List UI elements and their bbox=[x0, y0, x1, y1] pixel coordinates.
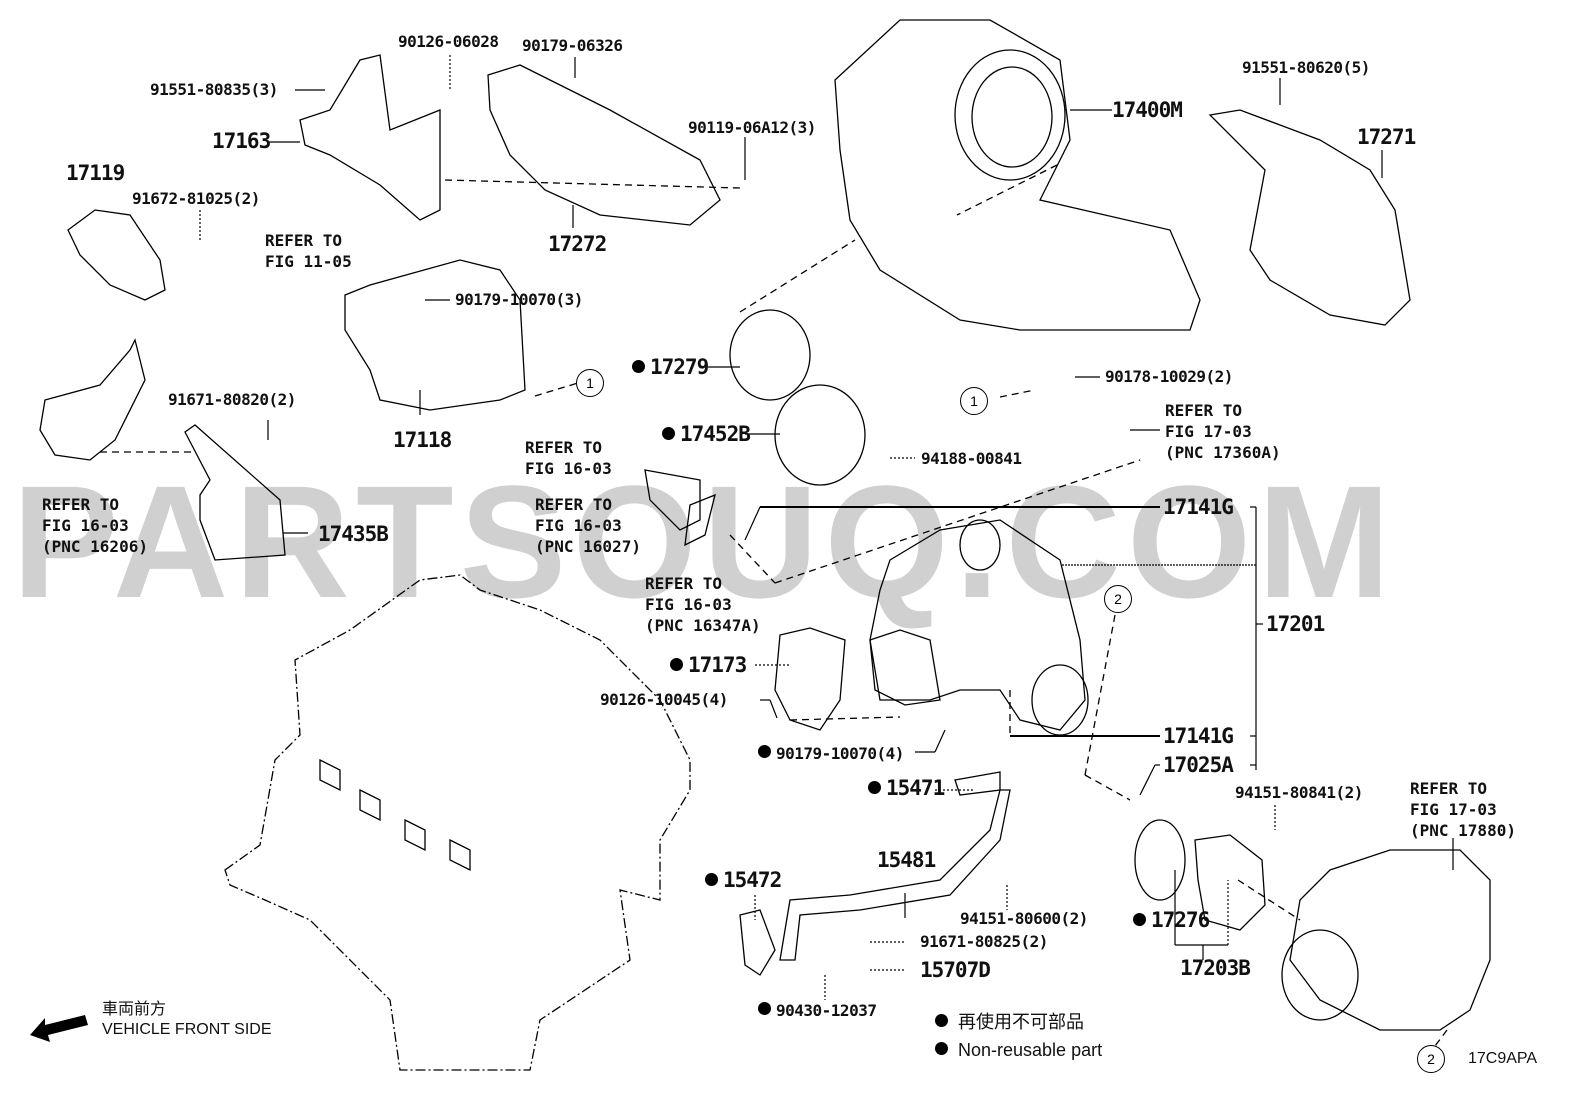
non-reusable-dot-icon bbox=[758, 1002, 771, 1015]
non-reusable-dot-icon bbox=[632, 360, 645, 373]
part-label[interactable]: 91671-80825(2) bbox=[920, 932, 1048, 951]
figure-code: 17C9APA bbox=[1468, 1050, 1538, 1067]
part-label[interactable]: 17272 bbox=[548, 232, 607, 256]
reference-note[interactable]: REFER TO FIG 17-03 (PNC 17360A) bbox=[1165, 401, 1281, 462]
non-reusable-dot-icon bbox=[935, 1042, 948, 1055]
part-label[interactable]: 90126-06028 bbox=[398, 32, 499, 51]
vehicle-front-arrow bbox=[30, 1015, 88, 1042]
non-reusable-dot-icon bbox=[935, 1014, 948, 1027]
connector-marker-2: 2 bbox=[1417, 1045, 1445, 1073]
vehicle-front-note: 車両前方 VEHICLE FRONT SIDE bbox=[102, 1000, 272, 1040]
part-label[interactable]: 15707D bbox=[920, 958, 991, 982]
part-label[interactable]: 94151-80841(2) bbox=[1235, 783, 1363, 802]
legend-item-jp: 再使用不可部品 bbox=[935, 1008, 1102, 1034]
connector-marker-1: 1 bbox=[960, 387, 988, 415]
part-outlines bbox=[39, 19, 1491, 1071]
part-label[interactable]: 90430-12037 bbox=[758, 1002, 877, 1019]
part-label[interactable]: 15481 bbox=[877, 848, 936, 872]
non-reusable-dot-icon bbox=[662, 427, 675, 440]
direction-en: VEHICLE FRONT SIDE bbox=[102, 1021, 272, 1038]
part-label[interactable]: 17141G bbox=[1163, 724, 1234, 748]
part-label[interactable]: 90179-10070(3) bbox=[455, 290, 583, 309]
part-label[interactable]: 17163 bbox=[212, 129, 271, 153]
reference-note[interactable]: REFER TO FIG 16-03 (PNC 16347A) bbox=[645, 574, 761, 635]
reference-note[interactable]: REFER TO FIG 16-03 bbox=[525, 438, 612, 478]
part-label[interactable]: 17141G bbox=[1163, 495, 1234, 519]
non-reusable-dot-icon bbox=[705, 873, 718, 886]
reference-note[interactable]: REFER TO FIG 17-03 (PNC 17880) bbox=[1410, 779, 1516, 840]
connector-marker-1: 1 bbox=[576, 369, 604, 397]
part-label[interactable]: 17173 bbox=[670, 655, 747, 676]
reference-note[interactable]: REFER TO FIG 16-03 (PNC 16027) bbox=[535, 495, 641, 556]
part-label[interactable]: 17279 bbox=[632, 357, 709, 378]
non-reusable-dot-icon bbox=[868, 781, 881, 794]
part-label[interactable]: 17435B bbox=[318, 522, 389, 546]
reference-note[interactable]: REFER TO FIG 16-03 (PNC 16206) bbox=[42, 495, 148, 556]
non-reusable-dot-icon bbox=[758, 745, 771, 758]
legend-item-en: Non-reusable part bbox=[935, 1040, 1102, 1061]
leader-lines bbox=[199, 55, 1454, 1000]
part-label[interactable]: 90179-10070(4) bbox=[758, 745, 904, 762]
part-label[interactable]: 17452B bbox=[662, 424, 751, 445]
assembly-lines bbox=[100, 164, 1448, 1051]
part-label[interactable]: 17119 bbox=[66, 161, 125, 185]
part-label[interactable]: 94188-00841 bbox=[921, 449, 1022, 468]
legend: 再使用不可部品 Non-reusable part bbox=[935, 1008, 1102, 1067]
part-label[interactable]: 15472 bbox=[705, 870, 782, 891]
part-label[interactable]: 94151-80600(2) bbox=[960, 909, 1088, 928]
part-label[interactable]: 17271 bbox=[1357, 125, 1416, 149]
connector-marker-2: 2 bbox=[1104, 585, 1132, 613]
reference-note[interactable]: REFER TO FIG 11-05 bbox=[265, 231, 352, 271]
part-label[interactable]: 15471 bbox=[868, 778, 945, 799]
part-label[interactable]: 17025A bbox=[1163, 753, 1234, 777]
non-reusable-dot-icon bbox=[1133, 913, 1146, 926]
part-label[interactable]: 17400M bbox=[1112, 98, 1183, 122]
part-label[interactable]: 91672-81025(2) bbox=[132, 189, 260, 208]
part-label[interactable]: 17276 bbox=[1133, 910, 1210, 931]
part-label[interactable]: 17118 bbox=[393, 428, 452, 452]
part-label[interactable]: 17201 bbox=[1266, 612, 1325, 636]
non-reusable-dot-icon bbox=[670, 658, 683, 671]
part-label[interactable]: 17203B bbox=[1180, 956, 1251, 980]
part-label[interactable]: 90126-10045(4) bbox=[600, 690, 728, 709]
part-label[interactable]: 90179-06326 bbox=[522, 36, 623, 55]
part-label[interactable]: 90178-10029(2) bbox=[1105, 367, 1233, 386]
part-label[interactable]: 91671-80820(2) bbox=[168, 390, 296, 409]
part-label[interactable]: 90119-06A12(3) bbox=[688, 118, 816, 137]
part-label[interactable]: 91551-80620(5) bbox=[1242, 58, 1370, 77]
part-label[interactable]: 91551-80835(3) bbox=[150, 80, 278, 99]
direction-jp: 車両前方 bbox=[102, 1001, 167, 1018]
